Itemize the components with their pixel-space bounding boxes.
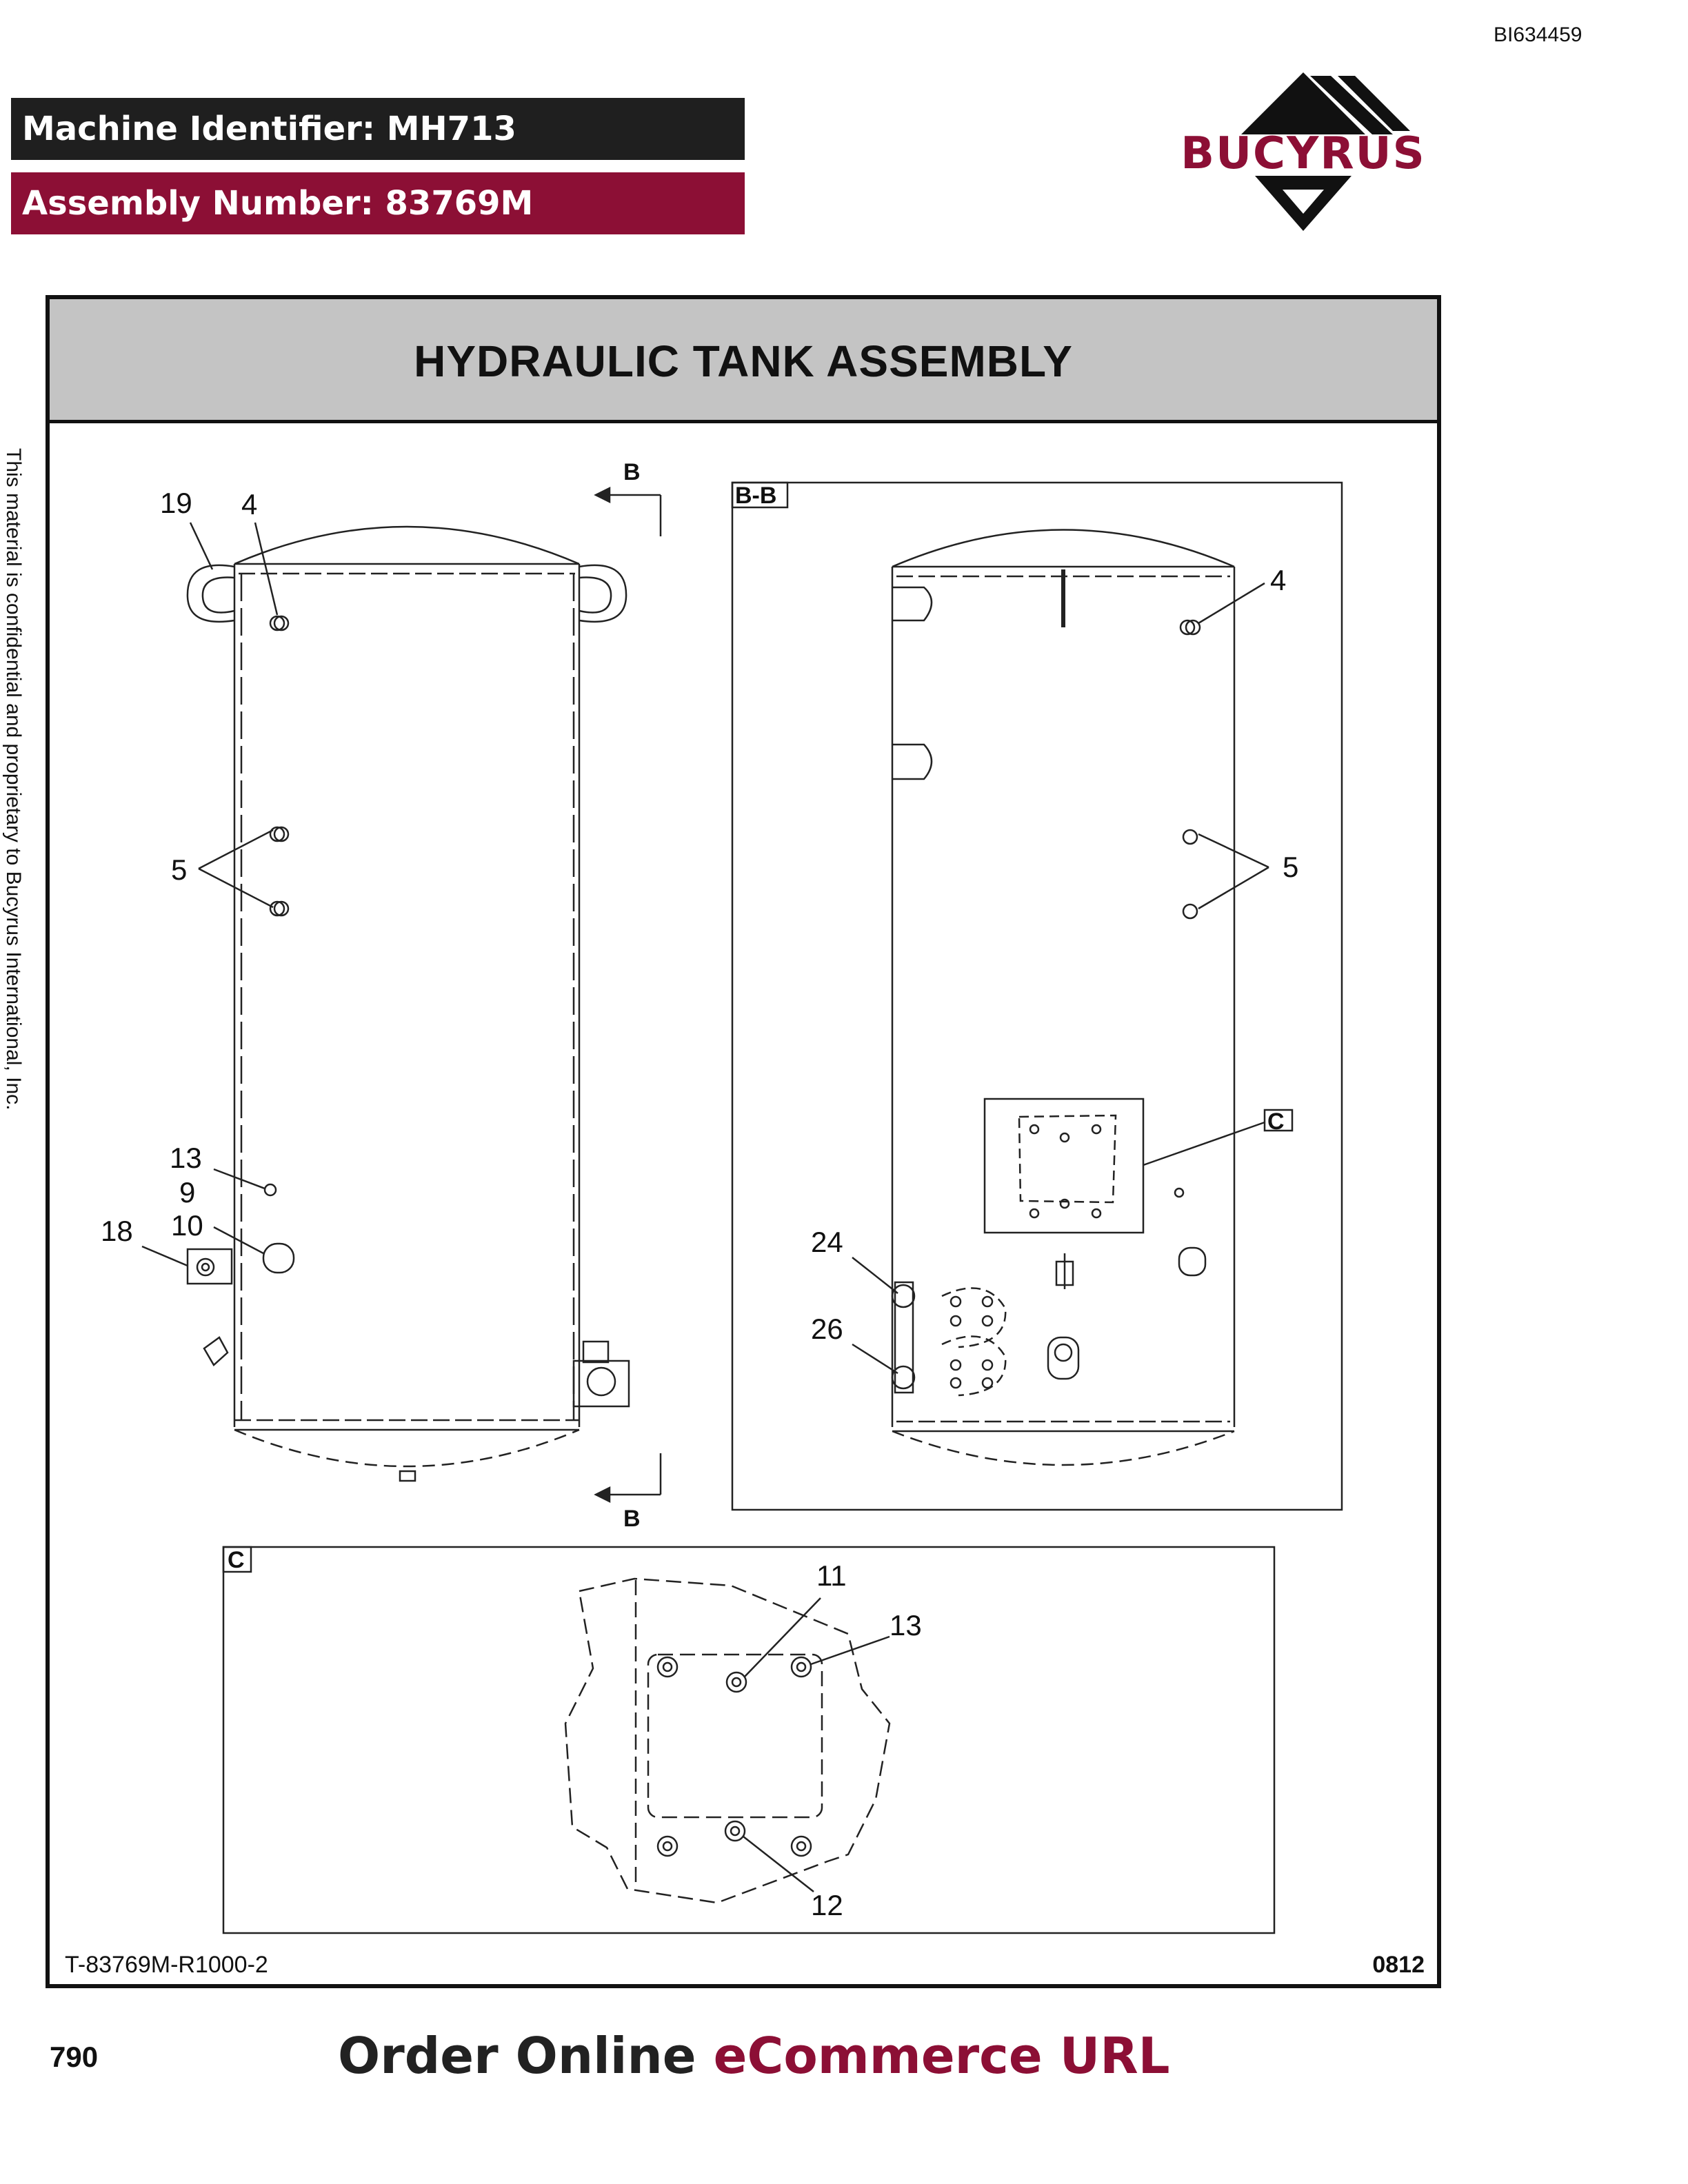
callout-12: 12	[811, 1889, 843, 1921]
callout-9: 9	[179, 1176, 195, 1209]
detail-c-reference: C	[1267, 1109, 1285, 1135]
bucyrus-logo: BUCYRUS	[1165, 69, 1441, 241]
detail-c-label: C	[228, 1547, 245, 1573]
callout-4-side: 4	[241, 488, 257, 520]
page-title: HYDRAULIC TANK ASSEMBLY	[50, 299, 1437, 423]
callout-11: 11	[816, 1559, 847, 1592]
callout-labels: 19 4 5 13 9 10 18 4 5 24 26 11 13 12 B B…	[101, 459, 1298, 1921]
drawing-code: T-83769M-R1000-2	[65, 1952, 268, 1978]
callout-19: 19	[160, 487, 192, 519]
order-online-text: Order Online	[338, 2027, 714, 2085]
date-code: 0812	[1372, 1952, 1425, 1978]
view-bb-label: B-B	[735, 483, 776, 509]
logo-mark-icon	[1241, 72, 1410, 231]
logo-wordmark: BUCYRUS	[1180, 128, 1426, 179]
callout-5-side: 5	[171, 853, 187, 886]
machine-identifier-bar: Machine Identifier: MH713	[11, 98, 745, 160]
drawing-frame: HYDRAULIC TANK ASSEMBLY T-83769M-R1000-2…	[46, 295, 1441, 1988]
ecommerce-url-link[interactable]: eCommerce URL	[713, 2027, 1170, 2085]
section-bb-view	[731, 481, 1343, 1511]
callout-18: 18	[101, 1215, 133, 1247]
assembly-number-bar: Assembly Number: 83769M	[11, 172, 745, 234]
callout-13-detail: 13	[890, 1609, 922, 1641]
detail-c-view	[222, 1546, 1276, 1934]
section-marker-bottom: B	[623, 1506, 641, 1532]
callout-24: 24	[811, 1226, 843, 1258]
document-id: BI634459	[1494, 23, 1582, 46]
page-number: 790	[50, 2041, 99, 2073]
callout-13-side: 13	[170, 1142, 202, 1174]
callout-10: 10	[171, 1209, 203, 1242]
callout-4-section: 4	[1270, 564, 1286, 596]
tank-side-view	[141, 486, 662, 1504]
callout-26: 26	[811, 1313, 843, 1345]
callout-5-section: 5	[1283, 851, 1298, 883]
order-online-line: Order Online eCommerce URL	[338, 2027, 1170, 2085]
section-marker-top: B	[623, 459, 641, 485]
